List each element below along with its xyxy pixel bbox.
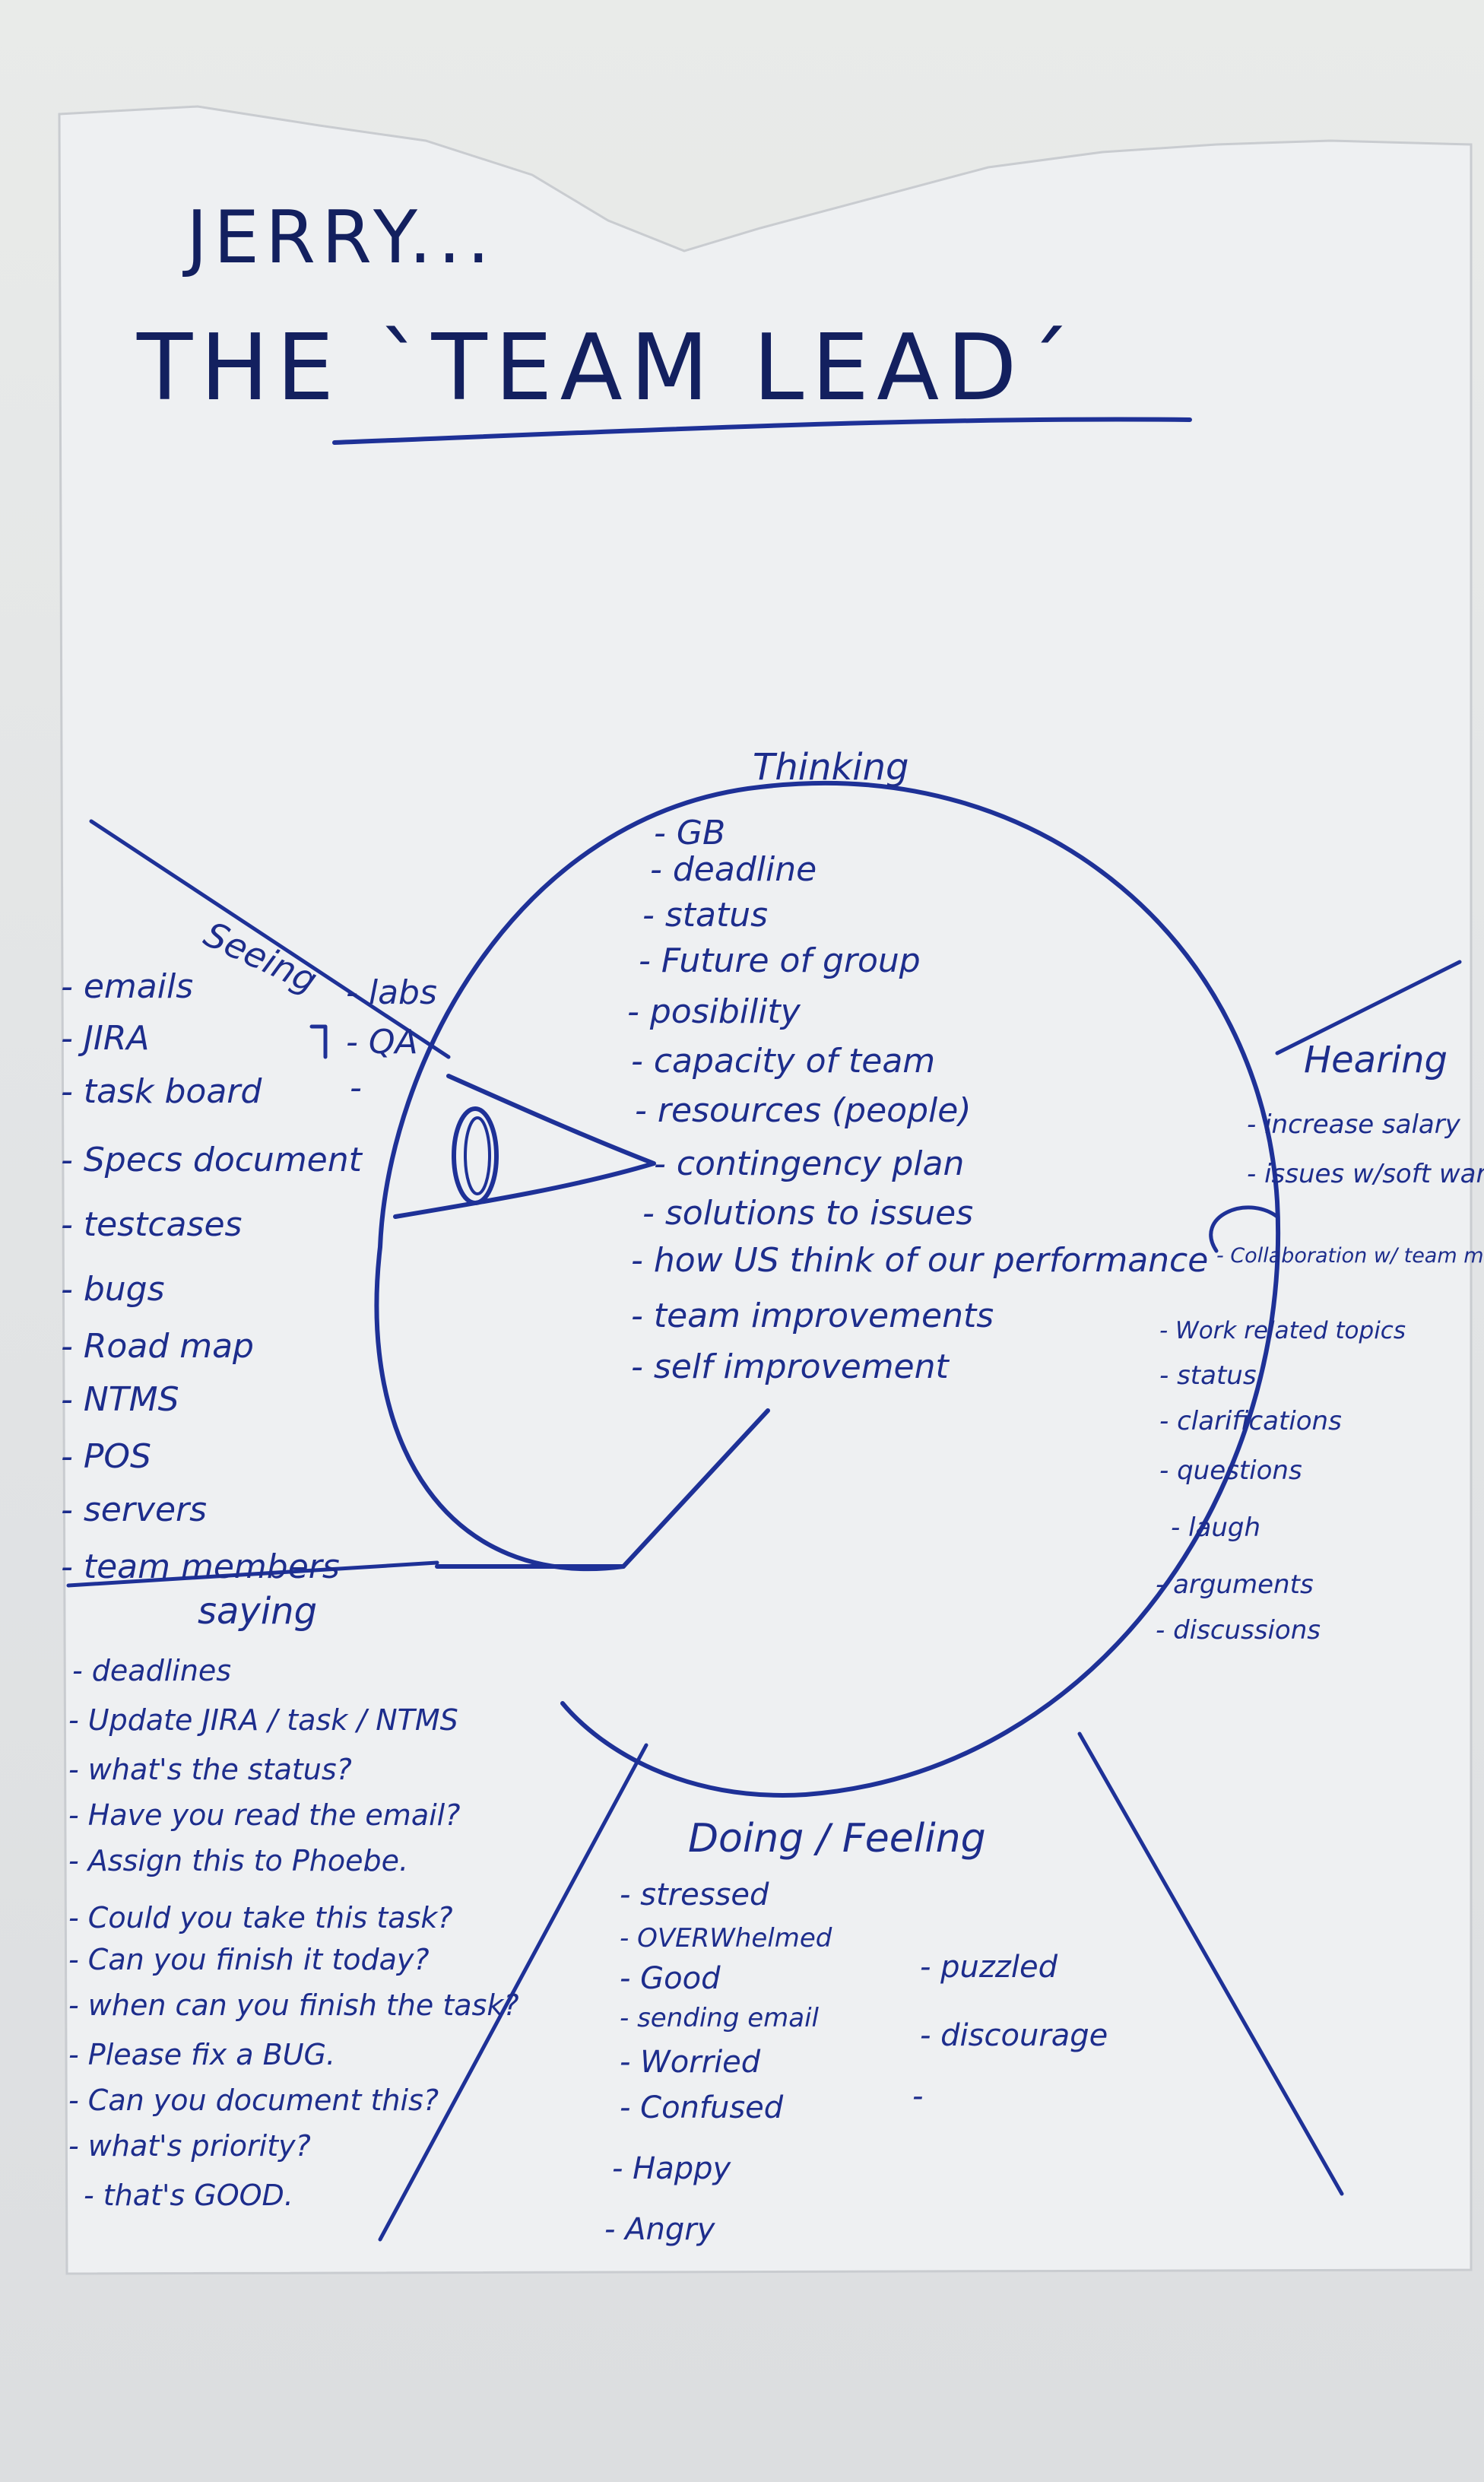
list-item: - QA	[346, 1023, 418, 1062]
saying-heading: saying	[198, 1590, 317, 1633]
list-item: - JIRA	[61, 1019, 150, 1058]
list-item: - Future of group	[639, 941, 921, 980]
divider-doing-right	[1077, 1731, 1344, 2196]
thinking-list: - GB - deadline - status - Future of gro…	[627, 814, 1208, 1386]
list-item: - solutions to issues	[642, 1194, 973, 1233]
list-item: - questions	[1159, 1455, 1302, 1486]
list-item: - contingency plan	[654, 1144, 964, 1183]
seeing-list: - emails - JIRA - task board - Specs doc…	[61, 967, 437, 1586]
eye-pupil	[452, 1106, 499, 1205]
doing-feeling-list: - stressed - OVERWhelmed - Good - sendin…	[604, 1877, 1108, 2247]
list-item: - emails	[61, 967, 193, 1006]
list-item: - Good	[620, 1961, 721, 1996]
list-item: - GB	[654, 814, 725, 852]
saying-list: - deadlines - Update JIRA / task / NTMS …	[68, 1654, 519, 2212]
list-item: - resources (people)	[635, 1091, 972, 1130]
list-item: - increase salary	[1247, 1109, 1461, 1140]
list-item: - team members	[61, 1547, 340, 1586]
list-item: - what's priority?	[68, 2129, 311, 2163]
divider-seeing	[89, 819, 451, 1059]
list-item: - servers	[61, 1490, 207, 1529]
list-item: - Worried	[620, 2045, 761, 2080]
list-item: - sending email	[620, 2003, 820, 2033]
list-item: - Have you read the email?	[68, 1798, 460, 1832]
divider-saying	[66, 1560, 439, 1588]
list-item: - Road map	[61, 1327, 254, 1366]
list-item: - POS	[61, 1437, 151, 1476]
list-item: - laugh	[1171, 1512, 1260, 1543]
list-item: - NTMS	[61, 1380, 179, 1419]
eye-pupil-inner	[464, 1116, 491, 1195]
list-item: - that's GOOD.	[84, 2179, 293, 2212]
list-item: - Update JIRA / task / NTMS	[68, 1703, 458, 1737]
hearing-heading: Hearing	[1304, 1039, 1448, 1081]
list-item: - team improvements	[631, 1297, 994, 1335]
divider-seeing-bracket	[309, 1024, 328, 1059]
list-item: - Collaboration w/ team members	[1216, 1244, 1484, 1268]
list-item: - Angry	[604, 2212, 716, 2247]
list-item: - Can you finish it today?	[68, 1943, 430, 1976]
list-item: - Could you take this task?	[68, 1901, 453, 1934]
head-outline	[374, 781, 1281, 1798]
list-item: - labs	[346, 973, 437, 1012]
list-item: - self improvement	[631, 1347, 950, 1386]
hearing-list: - increase salary - issues w/soft ware -…	[1156, 1109, 1484, 1646]
list-item: - status	[642, 896, 768, 935]
list-item: - when can you finish the task?	[68, 1988, 519, 2022]
list-item: - Assign this to Phoebe.	[68, 1844, 408, 1877]
list-item: - what's the status?	[68, 1753, 352, 1786]
list-item: - discussions	[1156, 1615, 1321, 1646]
list-item: - discourage	[920, 2018, 1108, 2053]
list-item: - arguments	[1156, 1570, 1314, 1600]
list-item: - Happy	[612, 2151, 732, 2186]
list-item: - Work related topics	[1159, 1317, 1406, 1344]
list-item: - bugs	[61, 1270, 165, 1309]
list-item: - issues w/soft ware	[1247, 1159, 1484, 1189]
list-item: - deadlines	[72, 1654, 231, 1687]
list-item: - status	[1159, 1360, 1257, 1391]
list-item: - Please fix a BUG.	[68, 2038, 335, 2071]
list-item: - how US think of our performance	[631, 1241, 1208, 1280]
list-item: - Specs document	[61, 1141, 363, 1179]
list-item: - posibility	[627, 992, 801, 1031]
list-item: -	[912, 2079, 923, 2114]
list-item: - deadline	[650, 850, 817, 889]
title-underline	[332, 417, 1192, 445]
ear-curl	[1209, 1205, 1279, 1253]
list-item: - Can you document this?	[68, 2084, 439, 2117]
paper-background	[58, 105, 1473, 2275]
list-item: - Confused	[620, 2090, 784, 2125]
doing-feeling-heading: Doing / Feeling	[688, 1816, 986, 1862]
thinking-heading: Thinking	[753, 746, 909, 789]
list-item: -	[350, 1068, 362, 1107]
list-item: - clarifications	[1159, 1406, 1342, 1436]
list-item: - task board	[61, 1072, 262, 1111]
list-item: - testcases	[61, 1205, 242, 1244]
list-item: - capacity of team	[631, 1042, 935, 1081]
divider-doing-left	[378, 1743, 648, 2242]
title-line1: JERRY...	[182, 196, 496, 280]
divider-hearing	[1275, 960, 1462, 1055]
list-item: - puzzled	[920, 1950, 1058, 1985]
list-item: - stressed	[620, 1877, 769, 1912]
title-line2: THE `TEAM LEAD´	[136, 316, 1078, 421]
list-item: - OVERWhelmed	[620, 1923, 832, 1954]
